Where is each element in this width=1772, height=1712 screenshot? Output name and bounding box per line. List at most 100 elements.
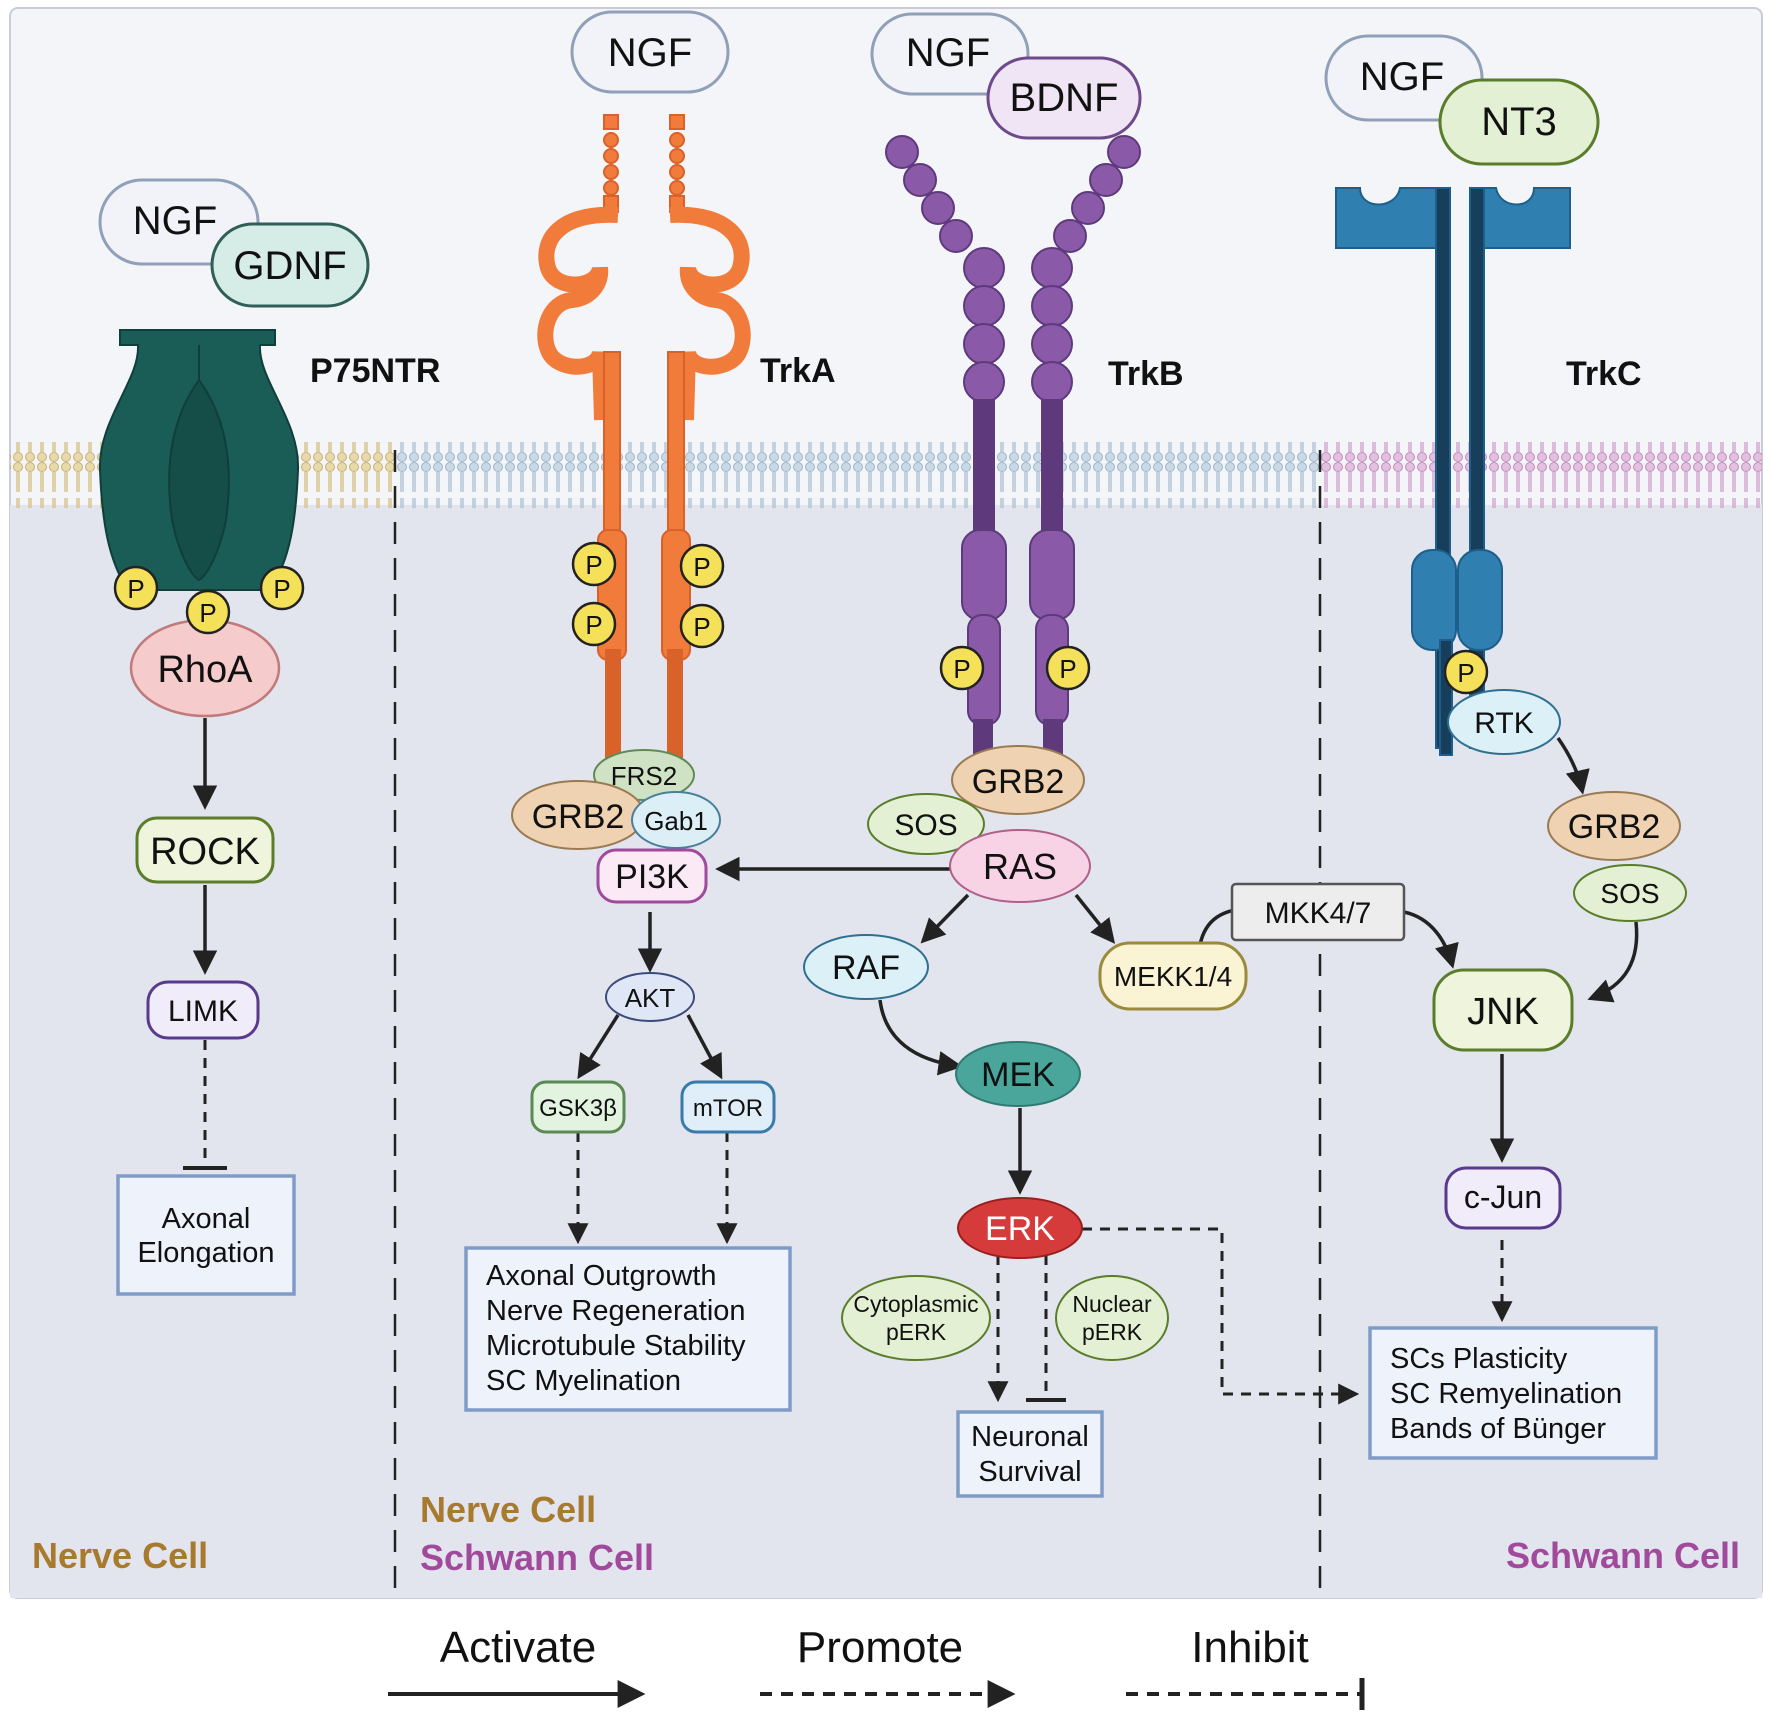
limk-label: LIMK xyxy=(168,995,238,1028)
arrow-ras-raf xyxy=(920,893,970,944)
svg-text:P: P xyxy=(1059,654,1076,684)
gab1-node xyxy=(631,791,721,849)
mekk14-node xyxy=(1098,941,1248,1011)
trkb-ngf-ligand xyxy=(870,12,1030,96)
grb2-trkc-node xyxy=(1547,791,1681,861)
axonal-elongation-line2: Elongation xyxy=(137,1237,274,1269)
sos-trkb-label: SOS xyxy=(894,809,957,842)
gdnf-label: GDNF xyxy=(233,244,346,288)
phospho-trkb-right: P xyxy=(1045,645,1091,691)
sos-trkc-node xyxy=(1573,864,1687,922)
mtor-node xyxy=(680,1080,776,1134)
sc-outcome-3: Bands of Bünger xyxy=(1390,1413,1606,1445)
trka-ngf-ligand xyxy=(570,10,730,94)
cytoplasmic-perk-node xyxy=(841,1275,991,1361)
erk-node xyxy=(957,1197,1083,1259)
phospho-p75-left: P xyxy=(113,565,159,611)
grb2-trkb-label: GRB2 xyxy=(972,763,1065,801)
sc-outcomes-box xyxy=(1368,1326,1658,1460)
schwann-cell-label-mid: Schwann Cell xyxy=(420,1537,654,1578)
arrow-raf-mek xyxy=(878,999,963,1076)
activate-arrows xyxy=(192,718,1639,1195)
sos-trkb-node xyxy=(867,793,985,855)
akt-node xyxy=(605,972,695,1022)
membrane-schwann-right xyxy=(1320,442,1762,508)
nt3-ligand xyxy=(1438,78,1600,166)
arrow-ras-mekk xyxy=(1074,893,1116,944)
trka-outcome-1: Axonal Outgrowth xyxy=(486,1260,717,1292)
mek-label: MEK xyxy=(981,1056,1055,1094)
svg-text:P: P xyxy=(585,610,602,640)
svg-text:P: P xyxy=(693,552,710,582)
sc-outcome-2: SC Remyelination xyxy=(1390,1378,1622,1410)
phospho-sites: P P P P P P P P P P xyxy=(113,541,1489,695)
rtk-node xyxy=(1447,689,1561,755)
trka-outcome-3: Microtubule Stability xyxy=(486,1330,746,1362)
nuclear-perk-node xyxy=(1055,1275,1169,1361)
svg-text:P: P xyxy=(199,598,216,628)
inhibit-arrows xyxy=(183,1040,1066,1402)
trka-outcome-2: Nerve Regeneration xyxy=(486,1295,746,1327)
cjun-label: c-Jun xyxy=(1464,1179,1542,1215)
phospho-trka-4: P xyxy=(679,603,725,649)
legend: Activate Promote Inhibit xyxy=(388,1623,1365,1710)
phospho-trka-2: P xyxy=(571,601,617,647)
phospho-trkc: P xyxy=(1443,649,1489,695)
promote-arrows xyxy=(567,1132,1513,1405)
trkc-ngf-label: NGF xyxy=(1360,55,1444,99)
svg-text:P: P xyxy=(273,574,290,604)
mekk14-label: MEKK1/4 xyxy=(1114,961,1232,992)
grb2-trkc-label: GRB2 xyxy=(1568,808,1661,846)
mtor-label: mTOR xyxy=(693,1095,763,1122)
axonal-elongation-line1: Axonal xyxy=(162,1203,251,1235)
svg-text:P: P xyxy=(1457,658,1474,688)
sos-trkc-label: SOS xyxy=(1600,878,1659,909)
phospho-p75-mid: P xyxy=(185,589,231,635)
jnk-label: JNK xyxy=(1467,991,1539,1033)
legend-activate-label: Activate xyxy=(440,1623,597,1672)
pi3k-label: PI3K xyxy=(615,858,689,896)
arrow-akt-mtor xyxy=(686,1014,723,1080)
cytoplasmic-perk-line2: pERK xyxy=(886,1319,947,1345)
rhoa-label: RhoA xyxy=(157,649,253,691)
membrane-middle xyxy=(395,442,1320,508)
cytoplasmic-perk-line1: Cytoplasmic xyxy=(853,1291,978,1317)
akt-label: AKT xyxy=(625,983,676,1013)
cjun-node xyxy=(1444,1166,1562,1230)
axonal-elongation-box xyxy=(116,1174,296,1296)
schwann-cell-label-right: Schwann Cell xyxy=(1506,1535,1740,1576)
trka-outcomes-box xyxy=(464,1246,792,1412)
mkk47-label: MKK4/7 xyxy=(1265,897,1372,930)
grb2-trkb-node xyxy=(951,745,1085,815)
neuronal-survival-line1: Neuronal xyxy=(971,1421,1089,1453)
arrow-rtk-grb2 xyxy=(1556,736,1590,795)
svg-text:P: P xyxy=(953,654,970,684)
promote-erk-sc xyxy=(1082,1227,1360,1405)
grb2-trka-label: GRB2 xyxy=(532,798,625,836)
limk-node xyxy=(146,980,260,1040)
bdnf-ligand xyxy=(986,56,1142,140)
nerve-cell-label-mid: Nerve Cell xyxy=(420,1489,596,1530)
trka-ngf-label: NGF xyxy=(608,31,692,75)
frs2-label: FRS2 xyxy=(611,761,677,791)
bdnf-label: BDNF xyxy=(1010,76,1119,120)
svg-text:P: P xyxy=(693,612,710,642)
rock-label: ROCK xyxy=(150,831,260,873)
trkb-label: TrkB xyxy=(1108,355,1184,393)
gdnf-ligand xyxy=(210,222,370,308)
jnk-node xyxy=(1432,968,1574,1052)
gsk3b-node xyxy=(530,1080,626,1134)
nerve-cell-label-left: Nerve Cell xyxy=(32,1535,208,1576)
legend-promote-label: Promote xyxy=(797,1623,963,1672)
arrow-akt-gsk3b xyxy=(577,1014,620,1080)
gab1-label: Gab1 xyxy=(644,806,708,836)
sc-outcome-1: SCs Plasticity xyxy=(1390,1343,1568,1375)
arrow-mkk-jnk xyxy=(1403,910,1459,969)
phospho-trkb-left: P xyxy=(939,645,985,691)
phospho-p75-right: P xyxy=(259,565,305,611)
erk-label: ERK xyxy=(985,1210,1055,1248)
trkb-ngf-label: NGF xyxy=(906,31,990,75)
p75ntr-label: P75NTR xyxy=(310,352,440,390)
svg-text:P: P xyxy=(585,550,602,580)
